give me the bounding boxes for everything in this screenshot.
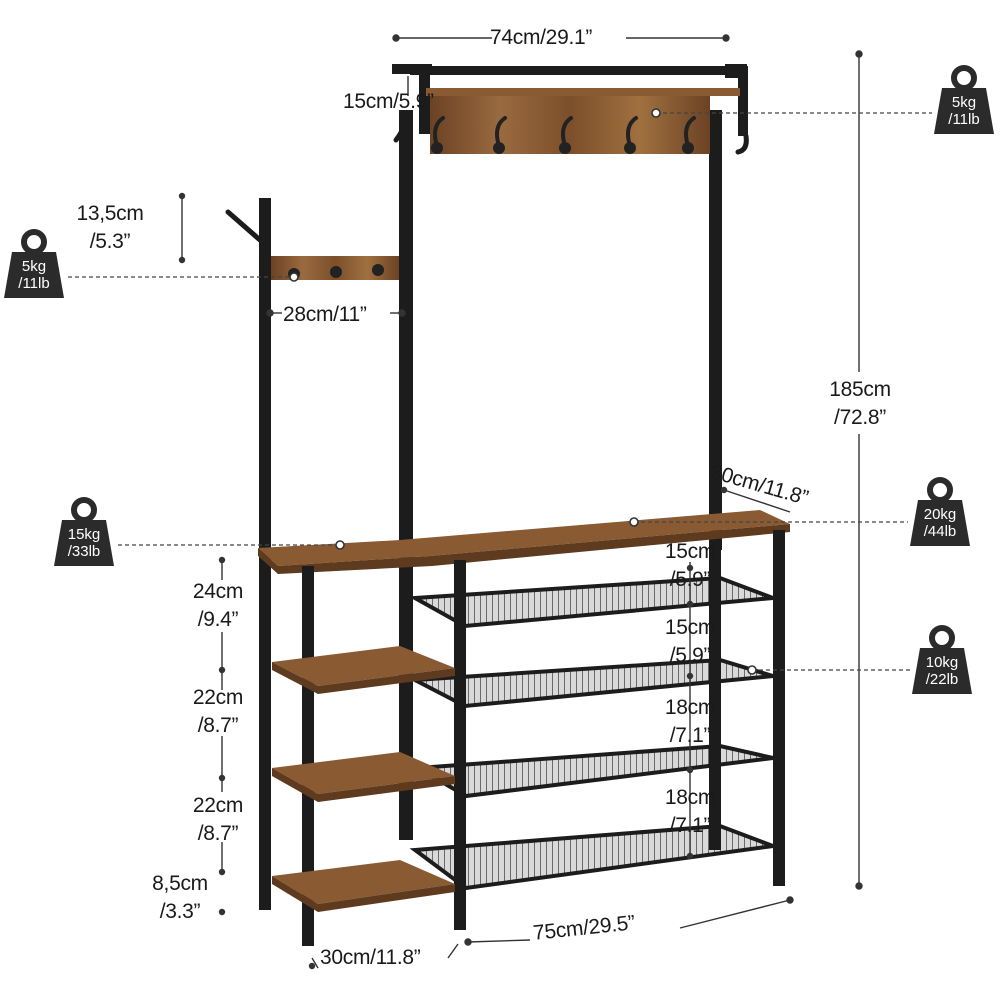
weight-leader-dots <box>289 108 757 675</box>
weight-leaders <box>68 112 932 671</box>
shelf-gap-1-label-b: /5.9” <box>669 568 711 591</box>
left-gap-4-label-a: 8,5cm <box>152 872 208 895</box>
weight-side-value: 5kg <box>21 258 47 275</box>
weight-side-unit: /11lb <box>18 275 50 292</box>
top-hook-bar <box>393 88 749 155</box>
weight-icon: 10kg /22lb <box>910 624 974 694</box>
total-height-label-b: /72.8” <box>834 406 886 429</box>
shelf-gap-3-label-a: 18cm <box>664 696 716 719</box>
weight-icon: 20kg /44lb <box>908 476 972 546</box>
mesh-shelves <box>407 575 774 891</box>
shelf-gap-2-label-b: /5.9” <box>669 644 711 667</box>
weight-icon: 5kg /11lb <box>932 64 996 134</box>
shelf-gap-4-label-a: 18cm <box>664 786 716 809</box>
left-gap-3-label-b: /8.7” <box>197 822 239 845</box>
dimension-lines <box>178 34 863 970</box>
wooden-side-shelves <box>272 566 455 946</box>
weight-bench-right-unit: /44lb <box>923 523 957 540</box>
bottom-depth-label: 30cm/11.8” <box>320 946 421 969</box>
weight-bench-left-value: 15kg <box>67 526 101 543</box>
total-height-label-a: 185cm <box>829 378 891 401</box>
shelf-gap-3-label-b: /7.1” <box>669 724 711 747</box>
left-gap-1-label-b: /9.4” <box>197 608 239 631</box>
weight-mesh-unit: /22lb <box>925 671 959 688</box>
shelf-gap-4-label-b: /7.1” <box>669 814 711 837</box>
hook-bar-height-label: 15cm/5.9” <box>343 90 434 113</box>
left-gap-2-label-a: 22cm <box>192 686 244 709</box>
left-gap-1-label-a: 24cm <box>192 580 244 603</box>
weight-mesh-value: 10kg <box>925 654 959 671</box>
weight-icon: 5kg /11lb <box>2 228 66 298</box>
weight-top-unit: /11lb <box>948 111 980 128</box>
side-bar-width-label: 28cm/11” <box>283 303 367 326</box>
side-hook-height-label-a: 13,5cm <box>76 202 144 225</box>
weight-bench-right-value: 20kg <box>923 506 957 523</box>
shelf-gap-1-label-a: 15cm <box>664 540 716 563</box>
shelf-gap-2-label-a: 15cm <box>664 616 716 639</box>
weight-top-value: 5kg <box>951 94 977 111</box>
weight-bench-left-unit: /33lb <box>67 543 101 560</box>
left-gap-4-label-b: /3.3” <box>159 900 201 923</box>
bench-top <box>258 510 790 574</box>
left-gap-3-label-a: 22cm <box>192 794 244 817</box>
left-gap-2-label-b: /8.7” <box>197 714 239 737</box>
right-lower-frame <box>454 530 785 930</box>
top-width-label: 74cm/29.1” <box>490 26 593 49</box>
side-hook-height-label-b: /5.3” <box>89 230 131 253</box>
weight-icon: 15kg /33lb <box>52 496 116 566</box>
